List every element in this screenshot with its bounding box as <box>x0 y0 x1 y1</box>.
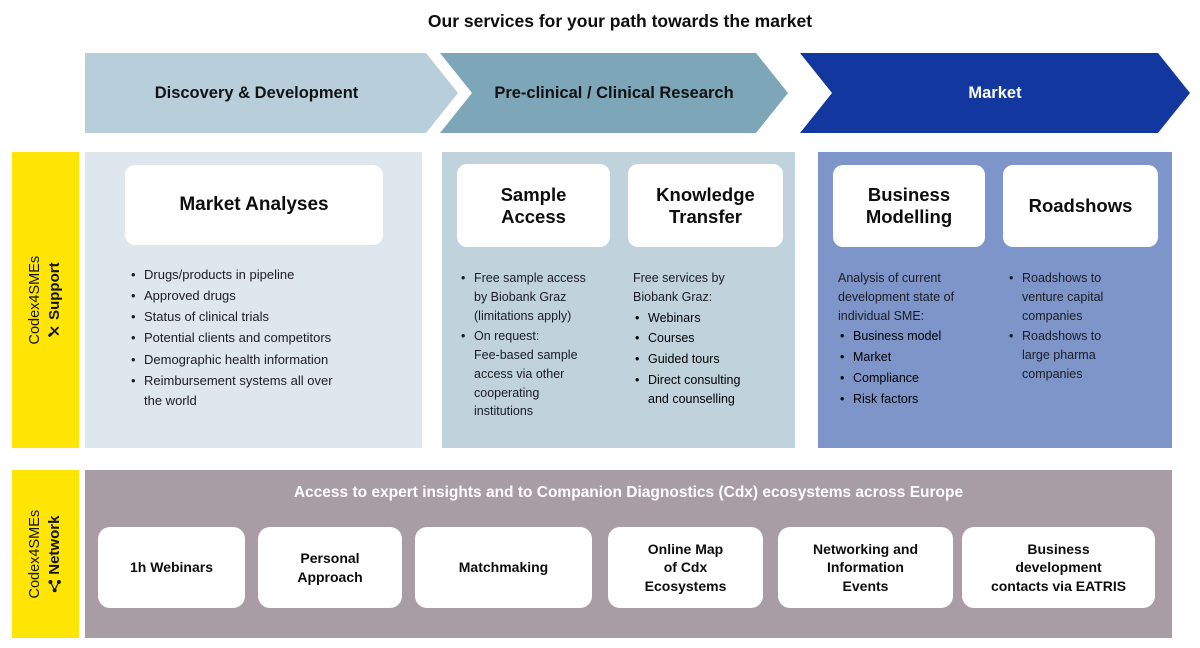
hammer-wrench-icon <box>48 326 60 338</box>
network-sidebar-text: Codex4SMEs Network <box>26 510 64 599</box>
support-panel-preclinical: Sample Access Knowledge Transfer Free sa… <box>442 152 795 448</box>
support-sidebar-text: Codex4SMEs Support <box>26 256 64 345</box>
list-item: Free sample access by Biobank Graz (limi… <box>459 269 587 325</box>
phase-label: Pre-clinical / Clinical Research <box>494 83 734 102</box>
list-item: Risk factors <box>838 390 966 409</box>
business-modelling-card: Business Modelling <box>833 165 985 247</box>
network-sidebar: Codex4SMEs Network <box>12 470 79 638</box>
sample-access-card: Sample Access <box>457 164 610 247</box>
network-sidebar-label: Network <box>46 515 64 575</box>
list-item: Demographic health information <box>129 350 337 370</box>
market-analyses-card: Market Analyses <box>125 165 383 245</box>
sidebar-org-label: Codex4SMEs <box>27 509 44 599</box>
support-panel-discovery: Market Analyses Drugs/products in pipeli… <box>85 152 422 448</box>
network-sidebar-label-row: Network <box>45 510 65 599</box>
list-item: Courses <box>633 329 761 348</box>
phase-arrow-discovery: Discovery & Development <box>85 53 458 133</box>
roadshows-list: Roadshows to venture capital companies R… <box>1007 269 1127 386</box>
network-panel: Access to expert insights and to Compani… <box>85 470 1172 638</box>
support-sidebar: Codex4SMEs Support <box>12 152 79 448</box>
list-item: Status of clinical trials <box>129 307 337 327</box>
knowledge-transfer-card: Knowledge Transfer <box>628 164 783 247</box>
list-intro: Free services by Biobank Graz: <box>633 271 725 304</box>
card-eatris-contacts: Business development contacts via EATRIS <box>962 527 1155 608</box>
list-item: On request: Fee-based sample access via … <box>459 327 587 421</box>
list-item: Business model <box>838 327 966 346</box>
network-header: Access to expert insights and to Compani… <box>293 484 964 501</box>
card-online-map: Online Map of Cdx Ecosystems <box>608 527 763 608</box>
list-intro: Analysis of current development state of… <box>838 271 955 323</box>
page-title: Our services for your path towards the m… <box>427 11 813 31</box>
list-item: Guided tours <box>633 350 761 369</box>
market-analyses-list: Drugs/products in pipeline Approved drug… <box>129 265 337 412</box>
knowledge-transfer-bullets: Webinars Courses Guided tours Direct con… <box>633 309 761 409</box>
share-network-icon <box>48 580 62 593</box>
list-item: Market <box>838 348 966 367</box>
list-item: Approved drugs <box>129 286 337 306</box>
card-networking-events: Networking and Information Events <box>778 527 953 608</box>
sample-access-list: Free sample access by Biobank Graz (limi… <box>459 269 587 423</box>
list-item: Direct consulting and counselling <box>633 371 761 409</box>
list-item: Roadshows to venture capital companies <box>1007 269 1127 325</box>
card-personal-approach: Personal Approach <box>258 527 402 608</box>
list-item: Compliance <box>838 369 966 388</box>
list-item: Webinars <box>633 309 761 328</box>
knowledge-transfer-list: Free services by Biobank Graz: Webinars … <box>633 269 761 410</box>
phase-arrow-market: Market <box>800 53 1190 133</box>
roadshows-card: Roadshows <box>1003 165 1158 247</box>
card-1h-webinars: 1h Webinars <box>98 527 245 608</box>
list-item: Reimbursement systems all over the world <box>129 371 337 411</box>
card-matchmaking: Matchmaking <box>415 527 592 608</box>
business-modelling-bullets: Business model Market Compliance Risk fa… <box>838 327 966 408</box>
phase-label: Discovery & Development <box>154 83 359 102</box>
phase-label: Market <box>968 83 1022 102</box>
list-item: Roadshows to large pharma companies <box>1007 327 1127 383</box>
support-panel-market: Business Modelling Roadshows Analysis of… <box>818 152 1172 448</box>
sidebar-org-label: Codex4SMEs <box>27 255 44 345</box>
list-item: Drugs/products in pipeline <box>129 265 337 285</box>
support-sidebar-label: Support <box>46 262 64 320</box>
phase-arrow-preclinical: Pre-clinical / Clinical Research <box>440 53 788 133</box>
support-sidebar-label-row: Support <box>45 256 65 345</box>
list-item: Potential clients and competitors <box>129 328 337 348</box>
business-modelling-list: Analysis of current development state of… <box>838 269 966 410</box>
